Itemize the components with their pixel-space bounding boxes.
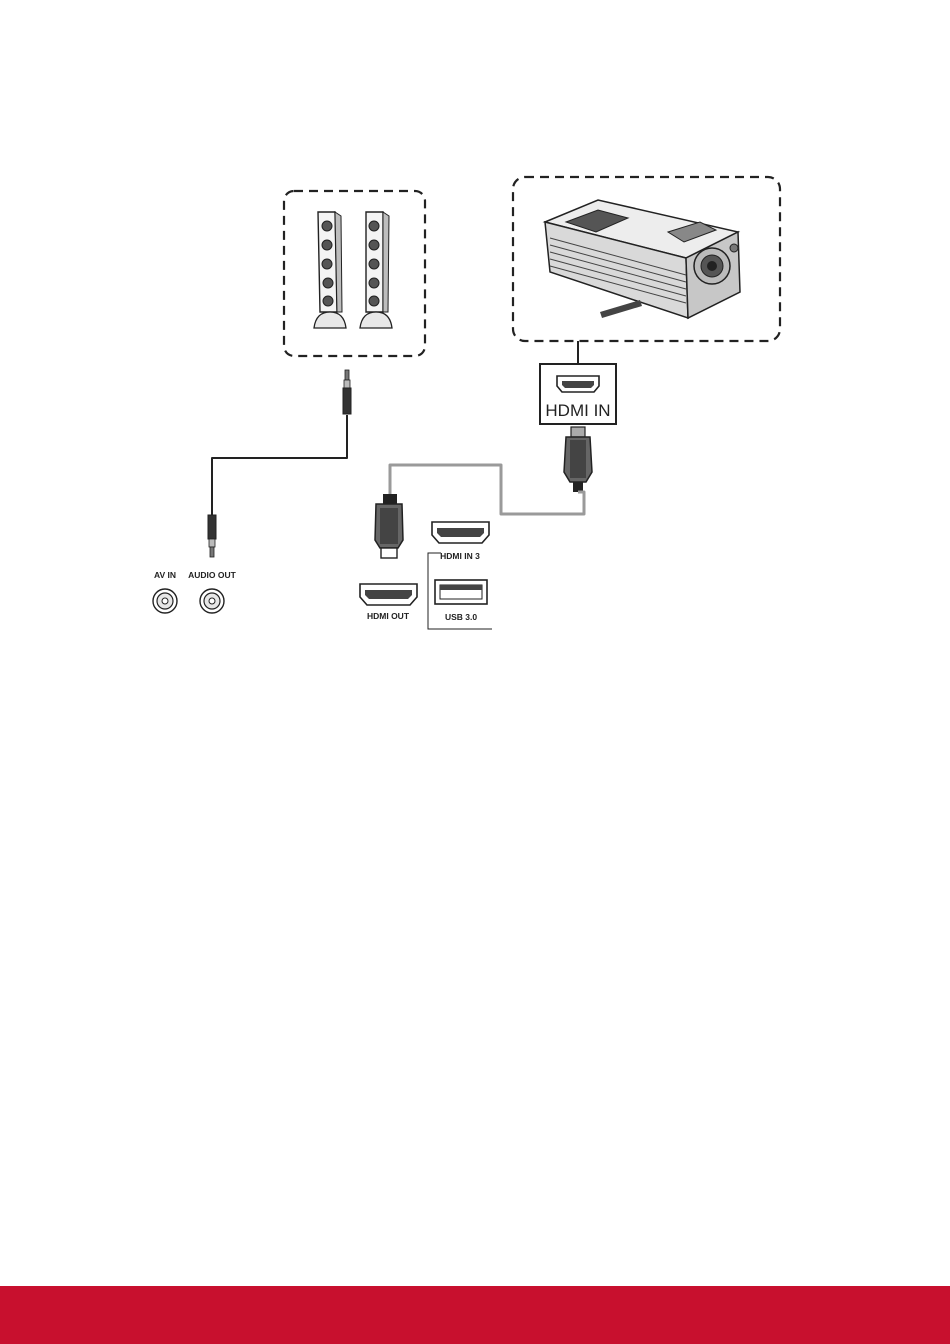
projector-port-label: HDMI IN [545,401,610,420]
usb-3-label: USB 3.0 [445,612,477,622]
hdmi-port-icon [360,584,417,605]
hdmi-in-3-label: HDMI IN 3 [440,551,480,561]
usb-port-icon [435,580,487,604]
av-in-label: AV IN [154,570,176,580]
projector-group [513,177,780,341]
rca-port-icon [153,589,177,613]
hdmi-plug-icon [375,494,403,558]
audio-out-label: AUDIO OUT [188,570,237,580]
audio-jack-icon [208,515,216,557]
hdmi-cable [390,465,584,514]
rca-port-icon [200,589,224,613]
speakers-icon [314,212,392,328]
footer-bar [0,1286,950,1344]
hdmi-out-label: HDMI OUT [367,611,410,621]
projector-icon [545,200,740,318]
hdmi-port-icon [432,522,489,543]
hdmi-plug-icon [564,427,592,492]
projector-hdmi-in-port: HDMI IN [540,364,616,424]
speakers-dashed-box [284,191,425,356]
hdmi-port-icon [557,376,599,392]
speakers-group [284,191,425,356]
audio-cable [212,415,347,515]
display-port-panel: AV IN AUDIO OUT HDMI IN 3 HDMI OUT USB [153,522,492,629]
audio-jack-icon [343,370,351,414]
